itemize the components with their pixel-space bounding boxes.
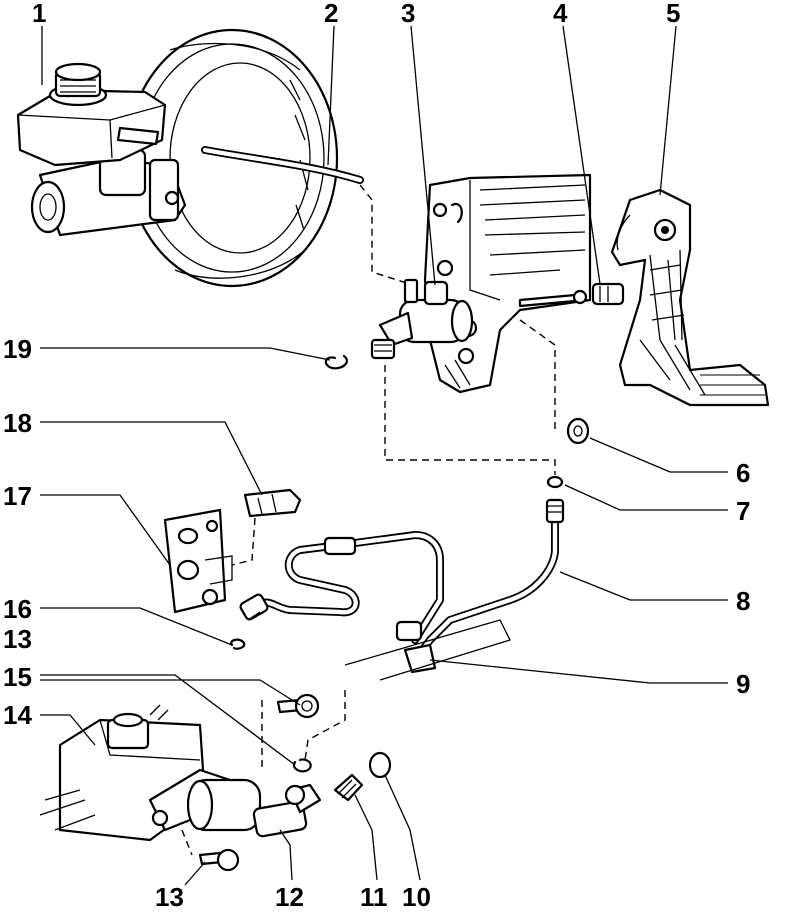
label-11: 11	[360, 882, 388, 912]
bleed-cap	[368, 751, 392, 779]
bleed-valve	[333, 773, 364, 802]
label-16: 16	[3, 594, 32, 624]
clutch-slave-cylinder	[148, 768, 322, 838]
clutch-line	[254, 531, 444, 644]
label-10: 10	[402, 882, 431, 912]
label-5: 5	[666, 0, 680, 28]
leader-lines	[40, 25, 728, 886]
label-13-lower: 13	[155, 882, 184, 912]
hose-route-line	[359, 184, 411, 285]
clip-route-line	[231, 517, 256, 566]
hose-fitting	[239, 593, 269, 621]
label-9: 9	[736, 669, 750, 699]
brake-fluid-reservoir	[16, 62, 167, 167]
label-17: 17	[3, 481, 32, 511]
pushrod	[518, 289, 588, 308]
circlip	[324, 354, 348, 370]
clutch-master-cylinder	[370, 278, 474, 360]
bolt-upper	[276, 693, 320, 719]
label-2: 2	[324, 0, 338, 28]
grommet	[566, 417, 590, 445]
route-line-center	[384, 365, 556, 475]
callout-labels: 1 2 3 4 5 6 7 8 9 10 11 12 13 13 14 15 1…	[3, 0, 750, 912]
lower-route-line	[181, 829, 193, 856]
supply-hose	[201, 146, 364, 184]
label-3: 3	[401, 0, 415, 28]
pedal-bushing	[591, 282, 625, 306]
pressure-line	[411, 498, 565, 664]
bolt-lower	[198, 848, 240, 872]
o-ring	[546, 475, 564, 489]
circlip-small	[292, 758, 312, 773]
label-4: 4	[553, 0, 568, 28]
label-7: 7	[736, 496, 750, 526]
route-line-right	[519, 319, 556, 430]
line-clip	[344, 619, 511, 681]
label-6: 6	[736, 458, 750, 488]
label-8: 8	[736, 586, 750, 616]
label-13-upper: 13	[3, 624, 32, 654]
label-15: 15	[3, 662, 32, 692]
label-18: 18	[3, 408, 32, 438]
mounting-bracket	[163, 508, 233, 614]
circlip-ring	[230, 638, 246, 650]
retaining-clip	[243, 488, 302, 518]
label-19: 19	[3, 334, 32, 364]
label-1: 1	[32, 0, 46, 28]
bolt-route-line	[261, 690, 346, 770]
pedal-bracket-housing	[423, 173, 592, 394]
clutch-pedal	[610, 188, 770, 407]
label-14: 14	[3, 700, 32, 730]
label-12: 12	[275, 882, 304, 912]
